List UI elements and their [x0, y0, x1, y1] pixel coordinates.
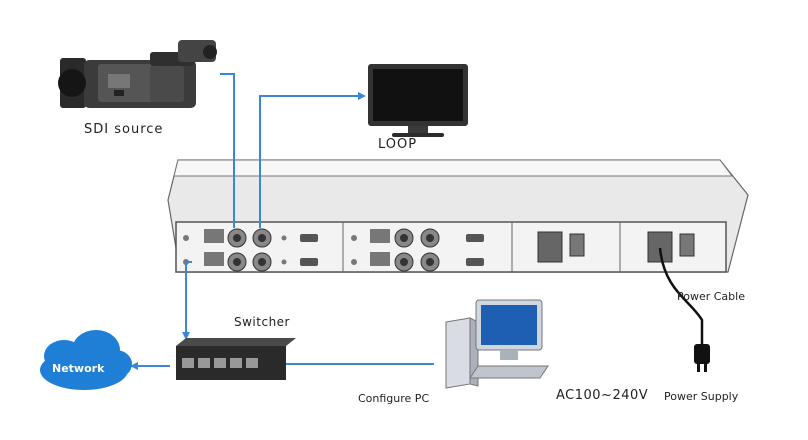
network-drop-cable — [185, 261, 192, 332]
switcher-label: Switcher — [234, 315, 290, 329]
desktop-pc-icon — [445, 299, 549, 389]
ac-range-label: AC100~240V — [556, 388, 649, 403]
power-supply-label: Power Supply — [664, 390, 739, 403]
network-cloud-icon — [40, 330, 132, 390]
loop-output-cable — [259, 95, 360, 228]
switch-arrow-head — [182, 332, 190, 340]
loop-arrow-head — [358, 92, 366, 100]
configure-pc-label: Configure PC — [358, 392, 430, 405]
network-label: Network — [52, 362, 105, 375]
sdi-input-cable — [220, 73, 235, 228]
network-arrow-head — [130, 362, 138, 370]
sdi-source-label: SDI source — [84, 122, 164, 137]
camcorder-icon — [58, 40, 217, 108]
cables — [130, 73, 434, 370]
loop-label: LOOP — [378, 137, 418, 152]
switch-icon — [176, 338, 296, 380]
monitor-icon — [368, 64, 468, 137]
power-plug-icon — [658, 247, 710, 372]
main-device — [167, 159, 749, 273]
power-cable-label: Power Cable — [677, 290, 745, 303]
